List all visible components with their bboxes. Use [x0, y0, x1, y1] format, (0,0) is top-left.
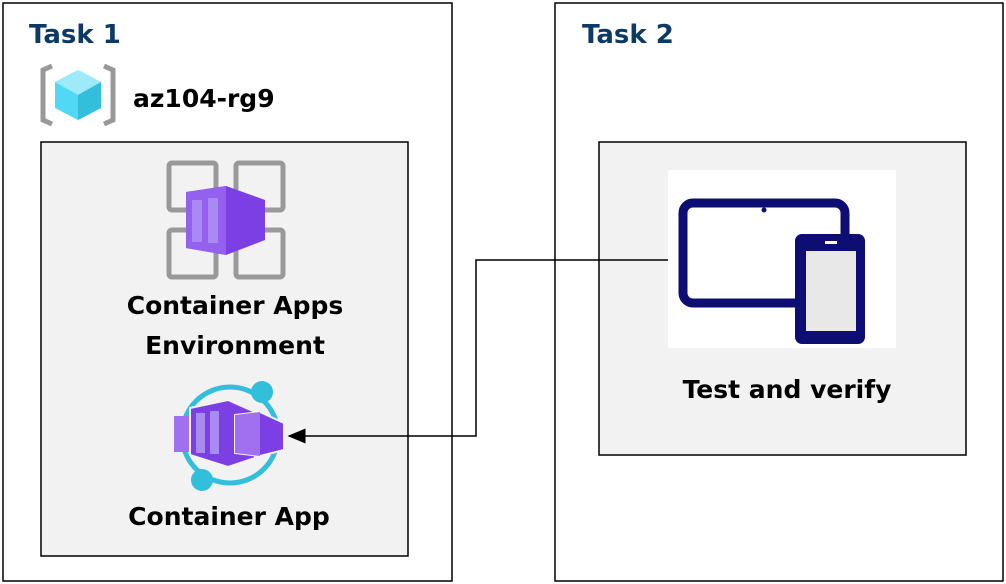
environment-label-line1: Container Apps — [127, 291, 344, 320]
task2-box: Task 2 Test and verify — [554, 2, 1004, 582]
resource-group-label: az104-rg9 — [133, 84, 275, 113]
task2-title: Task 2 — [582, 20, 674, 50]
test-verify-label: Test and verify — [683, 375, 892, 404]
task1-box: Task 1 az104-rg9 Container Apps Environm… — [2, 2, 453, 582]
tablet-phone-devices-icon — [678, 198, 865, 344]
container-app-icon — [174, 381, 285, 491]
connector-arrow — [287, 259, 668, 444]
container-apps-environment-icon — [166, 160, 286, 280]
resource-group-icon — [40, 63, 116, 127]
task1-title: Task 1 — [29, 20, 121, 50]
environment-label-line2: Environment — [145, 331, 325, 360]
container-app-label: Container App — [128, 502, 330, 531]
